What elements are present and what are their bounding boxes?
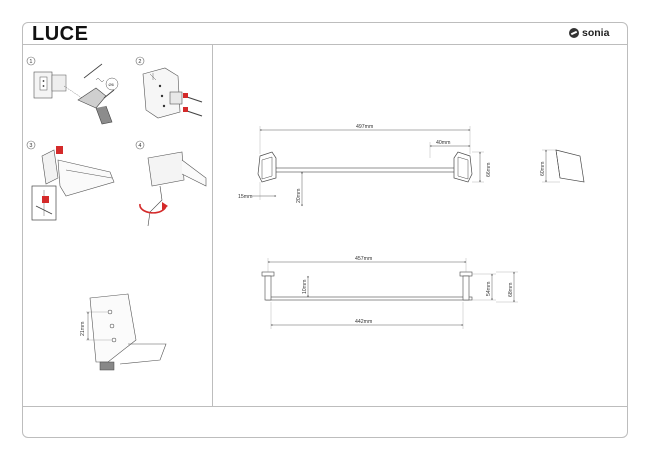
dowel-icon (183, 93, 188, 98)
panel-divider (212, 44, 213, 406)
product-title: LUCE (32, 23, 89, 45)
dim-side-height: 60mm (540, 162, 546, 176)
step-3-number: 3 (29, 143, 32, 149)
step-1-number: 1 (29, 59, 32, 65)
dim-bracket-height: 66mm (486, 163, 492, 177)
towel-bar-top (265, 296, 473, 301)
dim-bracket-offset: 15mm (238, 194, 252, 200)
step-4-panel: 4 (135, 140, 207, 227)
brand-logo: sonia (569, 27, 609, 39)
towel-bar (271, 167, 459, 173)
drill-icon (77, 87, 107, 109)
side-view: 60mm (540, 149, 585, 183)
dowel-icon (183, 107, 188, 112)
dim-overall-length: 497mm (356, 124, 373, 130)
left-bracket (257, 151, 277, 183)
brand-mark-icon (569, 28, 579, 38)
dim-depth-inner: 54mm (486, 282, 492, 296)
level-tool-icon (51, 74, 67, 92)
step-3-panel: 3 (26, 140, 115, 221)
top-view: 457mm 442mm 10mm 54mm 68mm (261, 256, 518, 329)
pencil-icon (83, 63, 103, 79)
wall-plate-2 (142, 67, 181, 119)
step-1-panel: 1 Ø6 (26, 56, 119, 125)
fixing-detail: 21mm (80, 293, 167, 371)
front-view: 497mm 40mm 66mm 15mm 20mm (238, 124, 492, 207)
step-2-badge (135, 56, 145, 66)
mount-block (169, 91, 183, 105)
right-bracket (453, 151, 473, 183)
drawing-sheet (22, 22, 628, 438)
dim-inner-length: 442mm (355, 319, 372, 325)
dim-bar-offset: 10mm (302, 280, 308, 294)
dim-fixing-spacing: 21mm (80, 322, 86, 336)
step-2-number: 2 (138, 59, 141, 65)
bracket-3 (41, 149, 59, 185)
step-3-badge (26, 140, 36, 150)
header-divider (22, 44, 628, 45)
svg-text:Ø6: Ø6 (109, 82, 115, 87)
side-bracket (555, 149, 585, 183)
left-post (264, 275, 272, 301)
dim-depth-outer: 68mm (508, 283, 514, 297)
dim-outer-length: 457mm (355, 256, 372, 262)
allen-key-icon (35, 205, 53, 215)
rotate-arrow-icon (139, 203, 167, 214)
step-4-badge (135, 140, 145, 150)
step-2-panel: 2 (135, 56, 203, 119)
dim-bar-height: 20mm (296, 189, 302, 203)
step-1-badge (26, 56, 36, 66)
step-4-number: 4 (138, 143, 141, 149)
towel-bar-end (57, 159, 115, 197)
footer-divider (22, 406, 628, 407)
right-post (462, 275, 470, 301)
bracket-4 (147, 151, 185, 187)
dim-bracket-depth: 40mm (436, 140, 450, 146)
brand-name: sonia (582, 27, 610, 39)
set-screw-icon (56, 146, 63, 154)
